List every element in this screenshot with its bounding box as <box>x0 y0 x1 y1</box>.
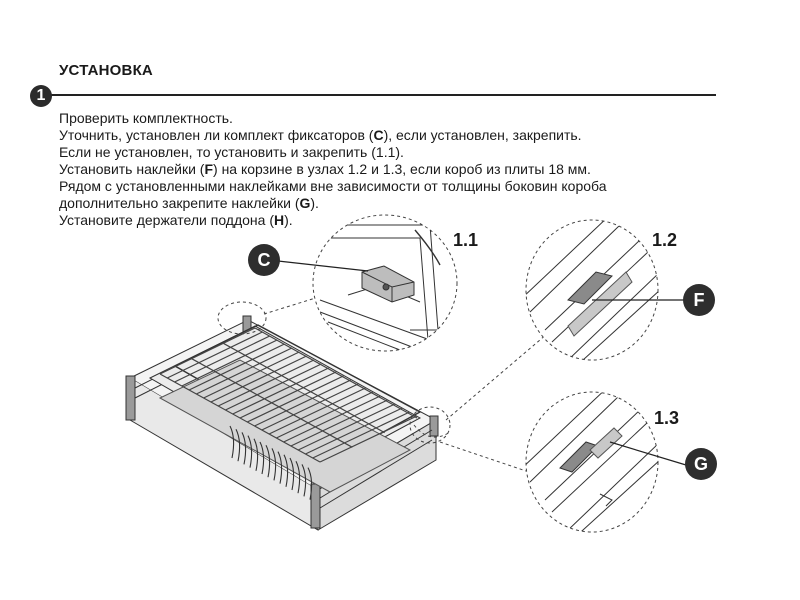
title-divider <box>40 94 716 96</box>
plate-rack-fin <box>259 441 265 475</box>
instruction-line: Уточнить, установлен ли комплект фиксато… <box>59 127 582 143</box>
part-ref: G <box>299 195 311 211</box>
basket-wire <box>276 391 374 439</box>
part-ref: C <box>373 127 384 143</box>
basket-wire <box>232 367 329 415</box>
basket-rail-wire <box>159 373 321 463</box>
instruction-line: дополнительно закрепите наклейки (G). <box>59 195 319 211</box>
detail-label-1-1: 1.1 <box>453 230 479 250</box>
plate-rack-fin <box>247 435 253 468</box>
plate-rack <box>229 425 313 500</box>
basket-wire <box>159 327 256 375</box>
plate-rack-fin <box>253 438 259 471</box>
plate-rack-fin <box>277 451 283 484</box>
basket-wire <box>290 399 388 447</box>
plate-rack-fin <box>271 448 277 481</box>
part-ref: H <box>274 212 285 228</box>
basket-wire <box>261 383 359 431</box>
callout-f-badge: F <box>683 284 715 316</box>
basket-wire <box>203 351 300 399</box>
plate-rack-fin <box>283 454 289 487</box>
basket-rail-wire <box>254 327 418 419</box>
basket-wire <box>297 403 396 451</box>
basket-wire <box>254 379 351 427</box>
section-title: УСТАНОВКА <box>59 62 153 79</box>
instruction-line: Установить наклейки (F) на корзине в узл… <box>59 161 591 177</box>
callout-g-badge: G <box>685 448 717 480</box>
instruction-line: Установите держатели поддона (H). <box>59 212 293 228</box>
basket-wire <box>196 347 293 395</box>
basket-wire <box>312 411 410 459</box>
part-ref: F <box>204 161 214 177</box>
plate-rack-fin <box>235 428 241 462</box>
instruction-line: Если не установлен, то установить и закр… <box>59 144 404 160</box>
detail-label-1-3: 1.3 <box>654 408 680 428</box>
basket-wire <box>268 387 366 435</box>
basket-wire <box>239 371 337 419</box>
detail-marker-1-1 <box>217 301 267 335</box>
instruction-line: Рядом с установленными наклейками вне за… <box>59 178 607 194</box>
basket-wire <box>319 415 418 463</box>
plate-rack-fin <box>265 444 271 478</box>
detail-label-1-2: 1.2 <box>652 230 678 250</box>
basket-wire <box>210 355 307 403</box>
basket-rail-wire <box>191 358 353 448</box>
detail-leaders <box>263 295 555 473</box>
basket-wire <box>217 359 315 407</box>
basket-wires <box>159 327 418 463</box>
basket-wire <box>167 331 263 379</box>
basket-rail-wire <box>223 342 385 434</box>
basket-wire <box>305 407 403 455</box>
basket-wire <box>247 375 344 423</box>
plate-rack-fin <box>295 460 301 494</box>
detail-1-3 <box>525 391 659 533</box>
plate-rack-fin <box>229 425 235 459</box>
plate-rack-fin <box>289 457 295 491</box>
detail-1-2 <box>525 219 659 361</box>
instruction-list: Проверить комплектность. Уточнить, устан… <box>59 110 607 229</box>
plate-rack-fin <box>301 464 307 497</box>
detail-marker-1-2 <box>409 406 451 444</box>
callout-c-badge: C <box>248 244 280 276</box>
basket-wire <box>181 339 278 387</box>
instruction-line: Проверить комплектность. <box>59 110 233 126</box>
basket-wire <box>174 335 270 383</box>
plate-rack-fin <box>241 432 247 465</box>
step-number-badge: 1 <box>30 85 52 107</box>
plate-rack-fin <box>307 467 313 500</box>
basket-wire <box>283 395 381 443</box>
detail-1-1 <box>312 214 458 352</box>
basket-wire <box>225 363 322 411</box>
basket-wire <box>188 343 285 391</box>
callout-leaders <box>277 260 687 466</box>
